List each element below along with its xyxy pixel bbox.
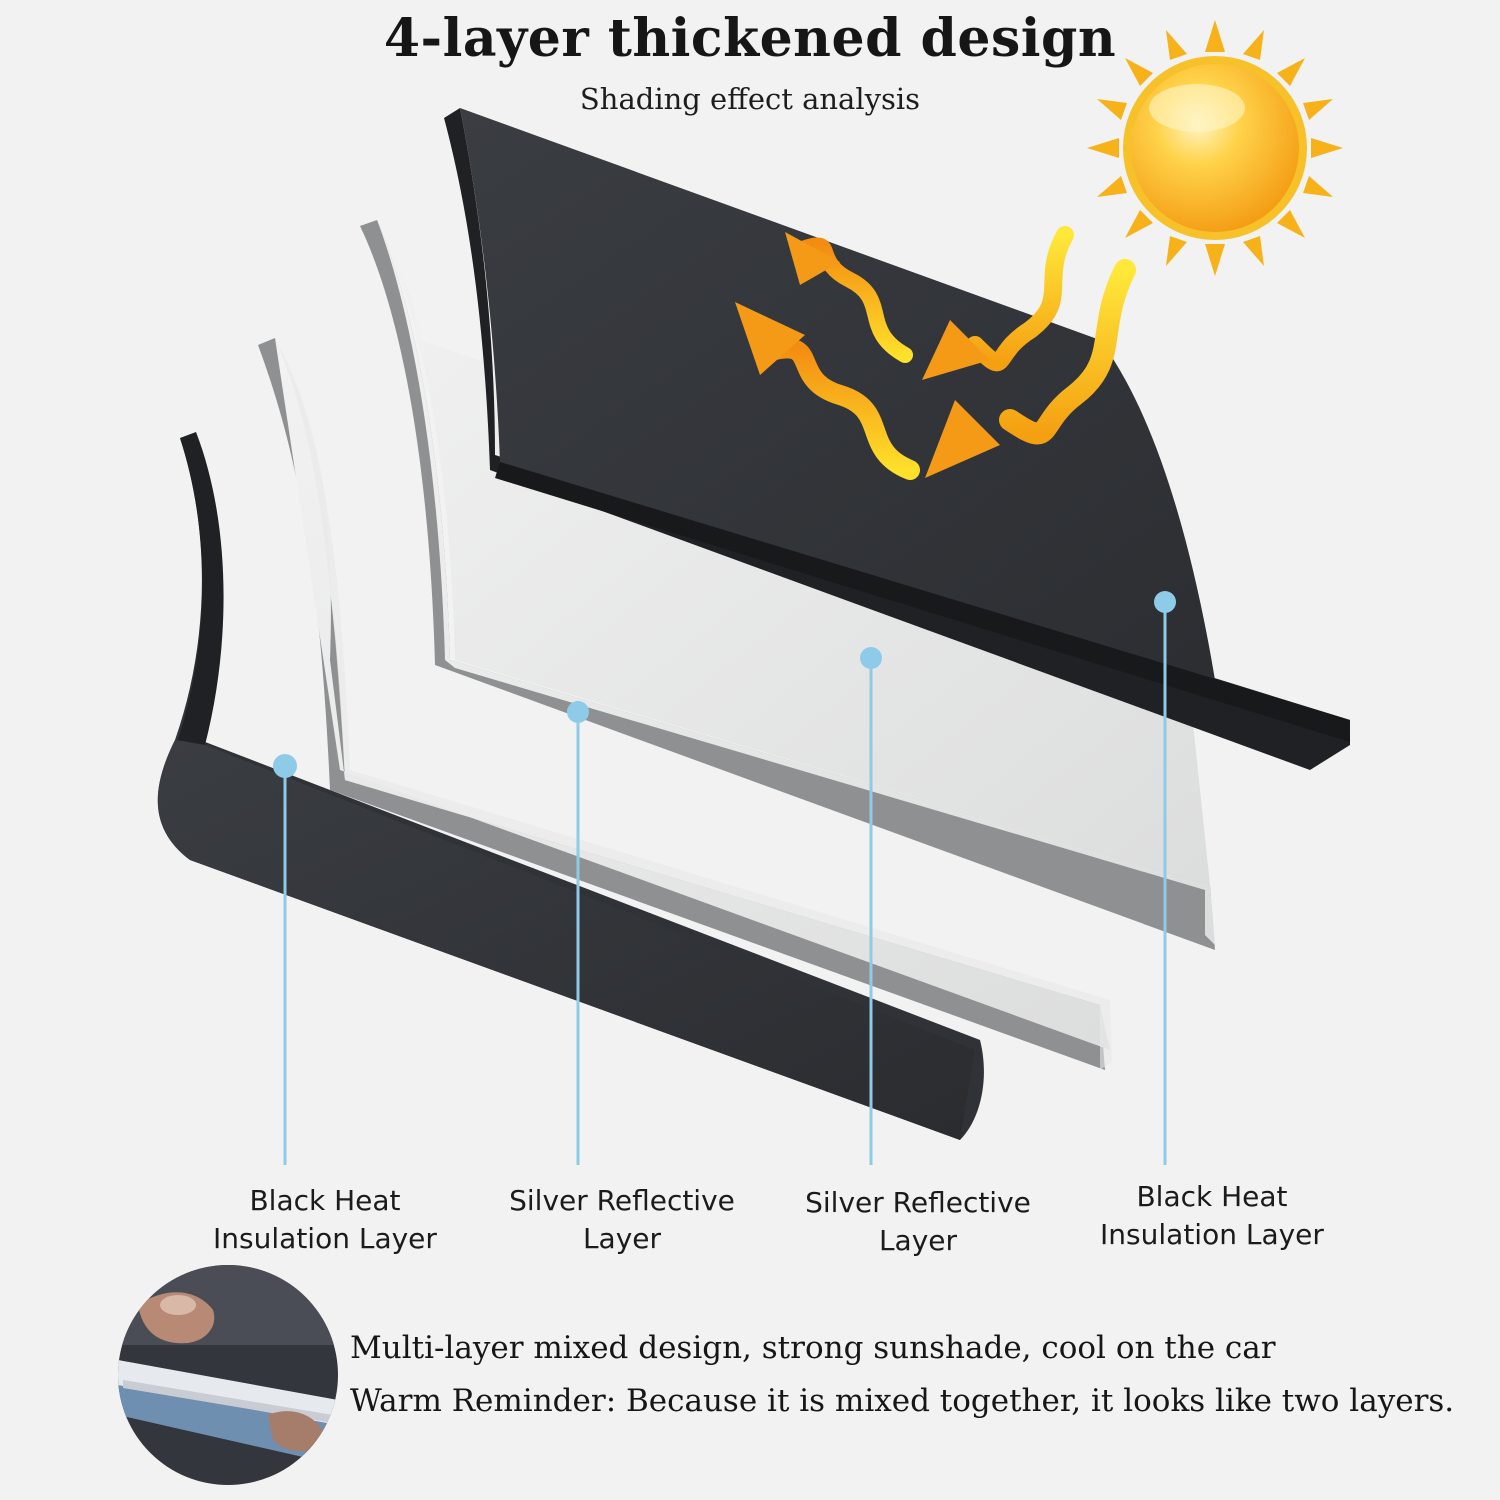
layer-2-silver [258, 338, 1112, 1070]
note-line-2: Warm Reminder: Because it is mixed toget… [350, 1383, 1455, 1419]
heat-ray-arrow-icon [735, 226, 1136, 480]
sun-icon [1087, 20, 1343, 276]
fabric-sample-photo [118, 1265, 338, 1485]
note-line-1: Multi-layer mixed design, strong sunshad… [350, 1330, 1276, 1366]
pointer-lines [273, 591, 1176, 1165]
layer-4-black [444, 108, 1350, 770]
page-title: 4-layer thickened design [383, 8, 1117, 69]
page-subtitle: Shading effect analysis [579, 82, 921, 116]
layer-1-black [157, 432, 984, 1140]
